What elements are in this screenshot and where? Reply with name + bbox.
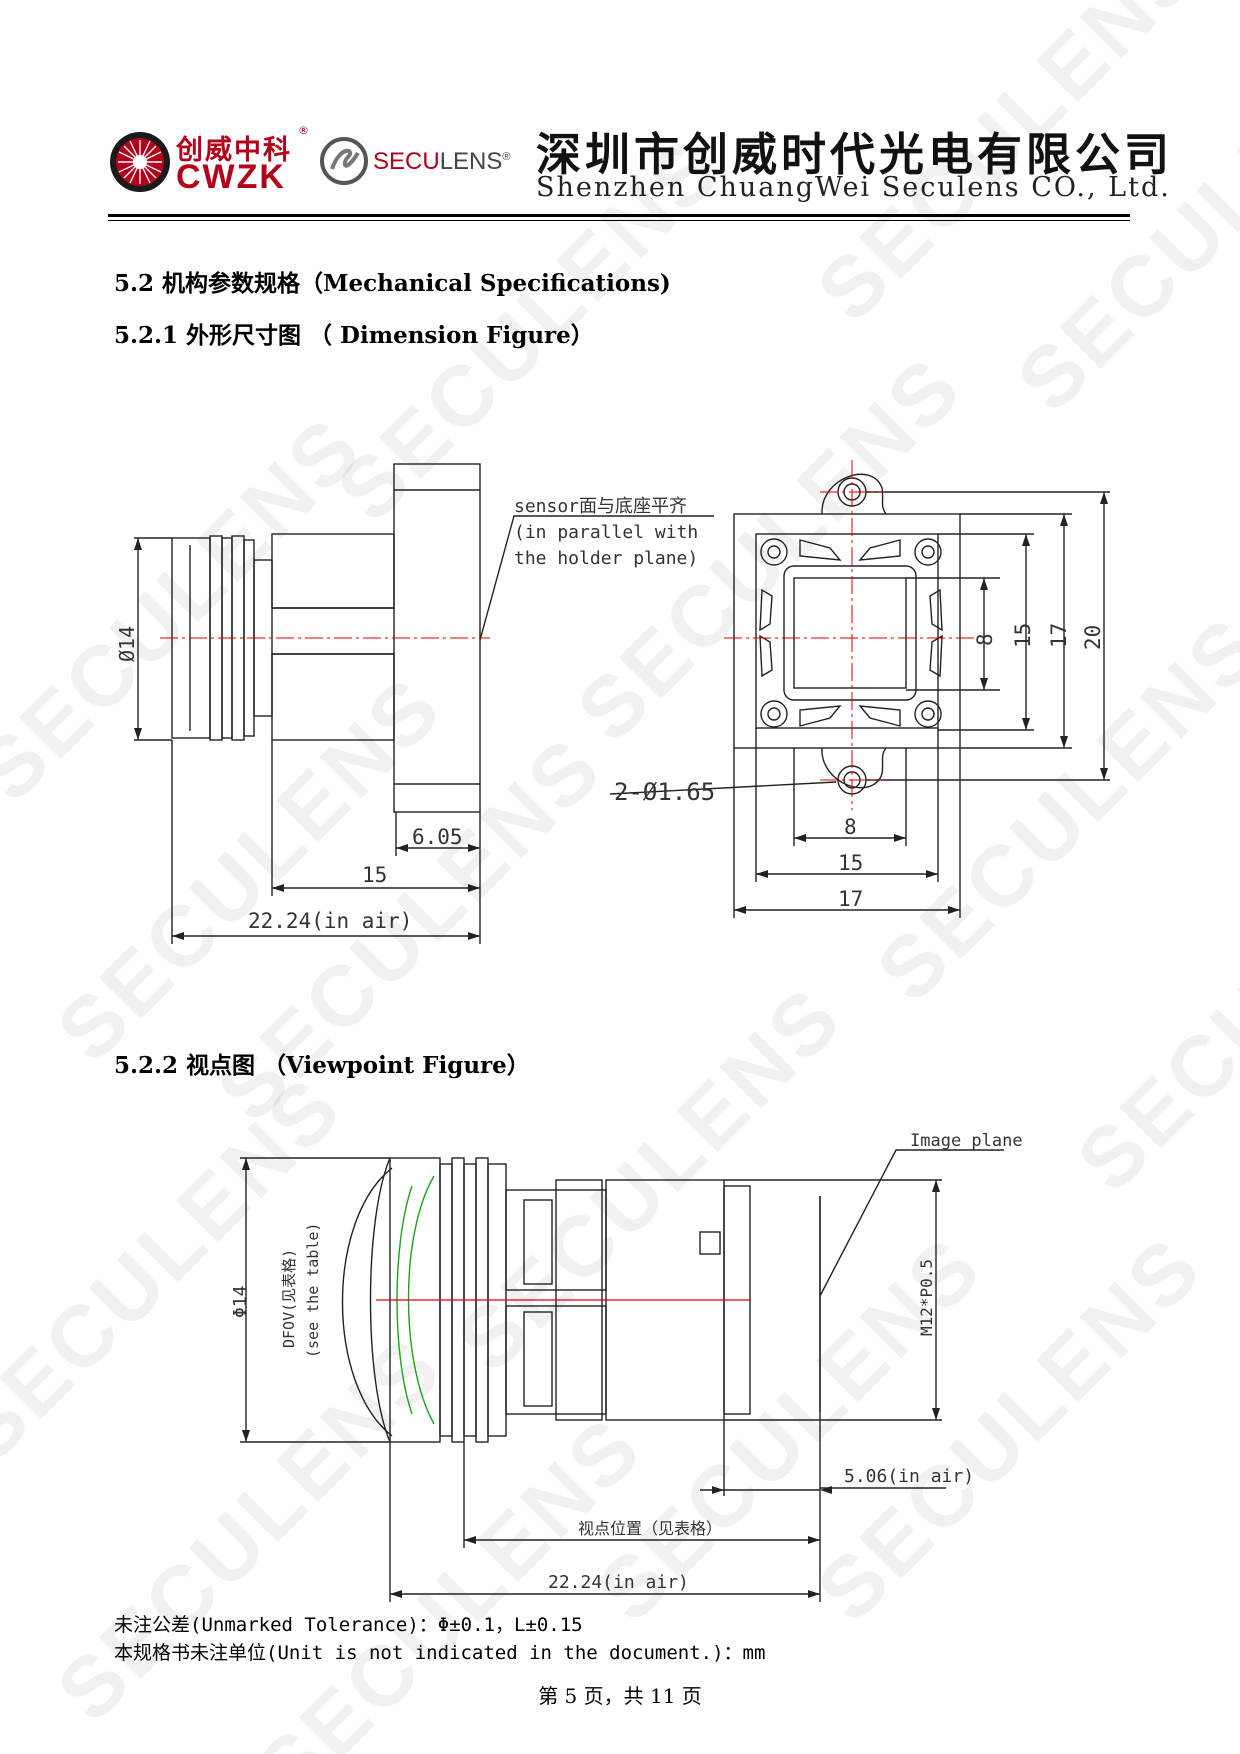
thread-spec: M12*P0.5: [917, 1259, 936, 1336]
seculens-red: SECU: [373, 148, 440, 175]
seculens-gray: LENS: [439, 148, 503, 175]
cwzk-logo-mark: [108, 130, 172, 198]
section-dimension-figure: 5.2.1 外形尺寸图 （ Dimension Figure）: [114, 322, 594, 349]
dim-15-left: 15: [362, 863, 387, 887]
dim-hole-label: 2-Ø1.65: [614, 778, 715, 806]
header-rule-thick: [108, 214, 1130, 217]
logo-cn: 创威中科: [176, 135, 292, 166]
sensor-note-line2: (in parallel with: [514, 522, 698, 543]
header-rule-thin: [108, 220, 1130, 221]
dfov-label-cn: DFOV(见表格): [280, 1249, 298, 1348]
logo-en: CWZK: [176, 158, 286, 196]
seculens-logo-text: SECULENS®: [373, 148, 511, 175]
section-mech-spec: 5.2 机构参数规格（Mechanical Specifications): [114, 270, 671, 297]
dim-15-bottom: 15: [838, 851, 863, 875]
registered-mark: ®: [298, 124, 309, 137]
section-viewpoint-figure: 5.2.2 视点图 （Viewpoint Figure）: [114, 1052, 530, 1079]
image-plane-label: Image plane: [910, 1131, 1023, 1151]
page-number: 第 5 页，共 11 页: [538, 1684, 702, 1708]
tolerance-note: 未注公差(Unmarked Tolerance)：Φ±0.1，L±0.15: [114, 1614, 583, 1636]
seculens-logo-icon: [318, 135, 370, 191]
dim-6-05: 6.05: [412, 825, 463, 849]
company-name-en: Shenzhen ChuangWei Seculens CO., Ltd.: [536, 172, 1171, 203]
dim-8-bottom: 8: [844, 815, 857, 839]
dim-5-06: 5.06(in air): [844, 1466, 974, 1487]
vp-diameter-14: Φ14: [230, 1285, 251, 1318]
dfov-label-en: (see the table): [304, 1223, 322, 1358]
sensor-note-line1: sensor面与底座平齐: [514, 496, 687, 517]
viewpoint-position-label: 视点位置（见表格）: [578, 1519, 722, 1538]
dim-20-vertical: 20: [1081, 625, 1105, 650]
dim-17-vertical: 17: [1047, 623, 1071, 648]
unit-note: 本规格书未注单位(Unit is not indicated in the do…: [114, 1642, 766, 1664]
dim-17-bottom: 17: [838, 887, 863, 911]
company-name-cn: 深圳市创威时代光电有限公司: [536, 128, 1174, 181]
dim-22-24: 22.24(in air): [248, 909, 412, 933]
dim-15-vertical: 15: [1011, 623, 1035, 648]
dim-diameter-14: Ø14: [115, 626, 139, 662]
dim-8-vertical: 8: [973, 633, 997, 646]
vp-dim-22-24: 22.24(in air): [548, 1572, 689, 1593]
sensor-note-line3: the holder plane): [514, 548, 698, 569]
